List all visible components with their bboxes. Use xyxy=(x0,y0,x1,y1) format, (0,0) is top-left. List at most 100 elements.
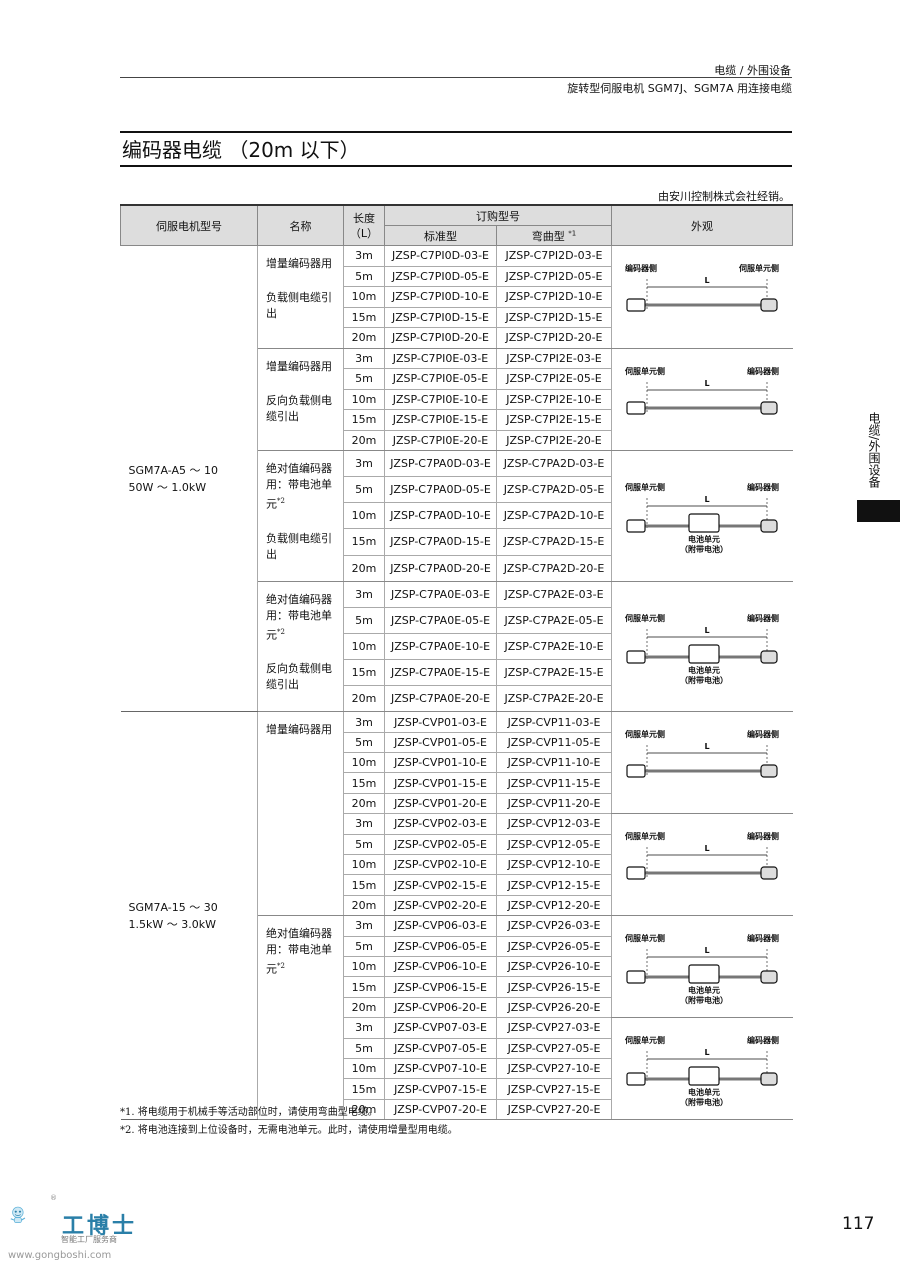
cable-length-cell: 10m xyxy=(343,502,385,530)
bend-model-cell: JZSP-CVP11-20-E xyxy=(496,793,612,815)
bend-model-cell: JZSP-C7PI2D-05-E xyxy=(496,266,612,287)
standard-model-cell: JZSP-C7PI0E-10-E xyxy=(384,389,497,410)
connector-right-icon xyxy=(760,764,778,778)
title-rule-top xyxy=(120,131,792,133)
battery-unit-label: 电池单元 xyxy=(688,534,720,544)
distributor-note: 由安川控制株式会社经销。 xyxy=(658,190,790,203)
cable-length-cell: 5m xyxy=(343,936,385,958)
standard-model-cell: JZSP-CVP06-10-E xyxy=(384,956,497,978)
standard-model-cell: JZSP-C7PA0E-03-E xyxy=(384,581,497,608)
standard-model-cell: JZSP-C7PI0E-05-E xyxy=(384,368,497,390)
cable-diagram: 编码器侧 伺服单元侧 L xyxy=(625,263,779,312)
cable-end-label-left: 伺服单元侧 xyxy=(624,933,665,943)
connector-left-icon xyxy=(626,519,646,533)
cable-length-cell: 3m xyxy=(343,348,385,369)
title-rule-bottom xyxy=(120,165,792,167)
cable-end-label-left: 编码器侧 xyxy=(625,263,657,273)
col-bend-header: 弯曲型 *1 xyxy=(496,225,612,246)
bend-model-cell: JZSP-C7PI2D-10-E xyxy=(496,286,612,308)
connector-right-icon xyxy=(760,401,778,415)
connector-left-icon xyxy=(626,866,646,880)
standard-model-cell: JZSP-C7PA0D-15-E xyxy=(384,528,497,556)
cable-name-text: 负载侧电缆引出 xyxy=(266,291,332,320)
bend-model-cell: JZSP-C7PI2D-20-E xyxy=(496,327,612,349)
bend-model-cell: JZSP-C7PA2D-20-E xyxy=(496,555,612,582)
cable-end-label-left: 伺服单元侧 xyxy=(624,1035,665,1045)
cable-end-label-right: 伺服单元侧 xyxy=(738,263,779,273)
cable-length-cell: 10m xyxy=(343,389,385,410)
cable-length-cell: 15m xyxy=(343,409,385,431)
battery-unit-label: 电池单元 xyxy=(688,985,720,995)
cable-length-cell: 20m xyxy=(343,685,385,713)
standard-model-cell: JZSP-CVP02-15-E xyxy=(384,874,497,896)
cable-length-cell: 15m xyxy=(343,874,385,896)
cable-length-cell: 10m xyxy=(343,956,385,978)
bend-model-cell: JZSP-C7PI2E-03-E xyxy=(496,348,612,369)
cable-length-cell: 20m xyxy=(343,1099,385,1121)
standard-model-cell: JZSP-CVP02-10-E xyxy=(384,854,497,876)
cable-length-cell: 10m xyxy=(343,633,385,661)
cable-name-text: 负载侧电缆引出 xyxy=(266,531,332,561)
cable-length-cell: 10m xyxy=(343,286,385,308)
cable-length-cell: 15m xyxy=(343,528,385,556)
connector-left-icon xyxy=(626,401,646,415)
bend-model-cell: JZSP-C7PI2E-20-E xyxy=(496,430,612,451)
cable-end-label-right: 编码器侧 xyxy=(747,482,779,492)
encoder-cable-table: 伺服电机型号 名称 长度（L） 订购型号 外观 标准型 弯曲型 *1 SGM7A… xyxy=(120,204,793,1121)
cable-length-cell: 3m xyxy=(343,1017,385,1039)
bend-model-cell: JZSP-CVP12-05-E xyxy=(496,834,612,856)
bend-model-cell: JZSP-CVP11-03-E xyxy=(496,711,612,733)
cable-end-label-left: 伺服单元侧 xyxy=(624,831,665,841)
cable-length-cell: 5m xyxy=(343,732,385,754)
bend-model-cell: JZSP-C7PA2E-15-E xyxy=(496,659,612,687)
standard-model-cell: JZSP-CVP06-15-E xyxy=(384,976,497,998)
side-tab-marker xyxy=(857,500,900,522)
connector-left-icon xyxy=(626,298,646,312)
cable-length-cell: 10m xyxy=(343,752,385,774)
connector-left-icon xyxy=(626,650,646,664)
standard-model-cell: JZSP-CVP01-05-E xyxy=(384,732,497,754)
standard-model-cell: JZSP-CVP07-10-E xyxy=(384,1058,497,1080)
length-dim-label: L xyxy=(705,495,710,504)
logo-registered-mark: ® xyxy=(50,1194,57,1202)
cable-end-label-left: 伺服单元侧 xyxy=(624,729,665,739)
standard-model-cell: JZSP-C7PI0E-20-E xyxy=(384,430,497,451)
bend-model-cell: JZSP-C7PI2D-03-E xyxy=(496,245,612,267)
page-number: 117 xyxy=(842,1214,875,1234)
cable-length-cell: 20m xyxy=(343,430,385,451)
length-dim-label: L xyxy=(705,742,710,751)
standard-model-cell: JZSP-C7PA0D-05-E xyxy=(384,476,497,504)
cable-diagram: 伺服单元侧编码器侧L电池单元（附带电池） xyxy=(624,482,779,554)
cable-length-cell: 10m xyxy=(343,1058,385,1080)
bend-model-cell: JZSP-CVP27-05-E xyxy=(496,1038,612,1059)
length-dim-label: L xyxy=(705,844,710,853)
col-std-header: 标准型 xyxy=(384,225,497,246)
cable-diagram: 伺服单元侧编码器侧L xyxy=(624,366,779,415)
standard-model-cell: JZSP-C7PI0D-05-E xyxy=(384,266,497,287)
cable-length-cell: 15m xyxy=(343,976,385,998)
motor-power-range: 1.5kW ～ 3.0kW xyxy=(128,917,216,931)
cable-diagram: 伺服单元侧编码器侧L xyxy=(624,831,779,880)
header-rule xyxy=(120,77,792,78)
standard-model-cell: JZSP-CVP01-10-E xyxy=(384,752,497,774)
cable-length-cell: 3m xyxy=(343,581,385,608)
length-dim-label: L xyxy=(705,276,710,285)
cable-length-cell: 5m xyxy=(343,1038,385,1059)
